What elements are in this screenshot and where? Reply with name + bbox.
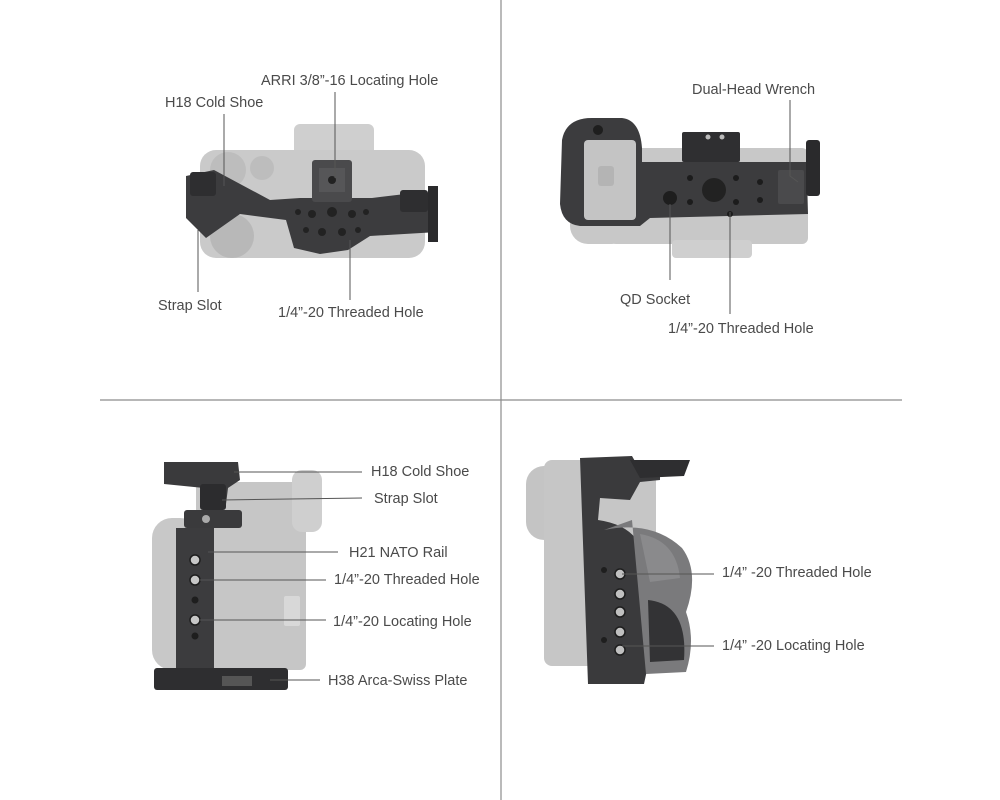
label-locating-hole: 1/4” -20 Locating Hole <box>722 638 865 654</box>
label-threaded-hole: 1/4”-20 Threaded Hole <box>668 321 814 337</box>
label-h18-cold-shoe: H18 Cold Shoe <box>165 95 264 111</box>
label-locating-hole: 1/4”-20 Locating Hole <box>333 614 472 630</box>
label-threaded-hole: 1/4”-20 Threaded Hole <box>278 305 424 321</box>
label-threaded-hole: 1/4” -20 Threaded Hole <box>722 565 872 581</box>
label-arri-locating-hole: ARRI 3/8”-16 Locating Hole <box>261 73 439 89</box>
bottom-view-illustration <box>560 118 820 258</box>
label-qd-socket: QD Socket <box>620 292 691 308</box>
label-threaded-hole: 1/4”-20 Threaded Hole <box>334 572 480 588</box>
top-view-leaders <box>197 92 351 300</box>
label-h21-nato-rail: H21 NATO Rail <box>349 545 448 561</box>
label-strap-slot: Strap Slot <box>158 298 222 314</box>
side-view-leaders <box>200 471 363 681</box>
bottom-view-leaders <box>669 100 799 314</box>
top-view-illustration <box>186 124 438 258</box>
label-h38-arca-swiss-plate: H38 Arca-Swiss Plate <box>328 673 468 689</box>
grip-view-illustration <box>526 456 693 684</box>
grip-view-leaders <box>622 573 714 647</box>
label-dual-head-wrench: Dual-Head Wrench <box>692 82 816 98</box>
label-h18-cold-shoe: H18 Cold Shoe <box>371 464 470 480</box>
label-strap-slot: Strap Slot <box>374 491 438 507</box>
side-view-illustration <box>152 462 322 690</box>
